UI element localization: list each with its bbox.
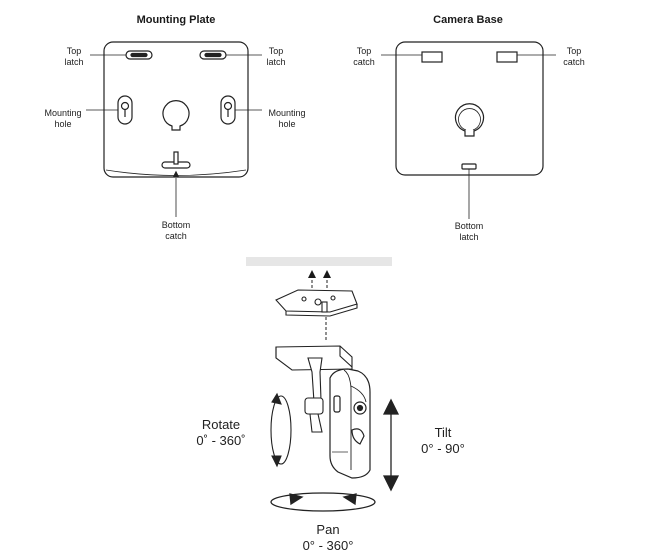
bottom-latch-label: Bottom latch [454, 221, 484, 242]
center-mount [454, 103, 485, 137]
pan-arrow [270, 492, 376, 512]
tilt-arrow [382, 398, 400, 492]
rotate-range: 0˚ - 360˚ [196, 433, 246, 448]
camera-arm [304, 357, 324, 433]
rotate-label: Rotate [201, 417, 241, 432]
bottom-catch-label: Bottom catch [161, 220, 191, 241]
camera-body [329, 368, 371, 479]
exploded-plate [275, 289, 358, 317]
top-catch-left [421, 51, 443, 63]
top-catch-right-label: Top catch [563, 46, 585, 67]
top-catch-left-label: Top catch [353, 46, 375, 67]
top-latch-right-label: Top latch [266, 46, 286, 67]
mounting-hole-left-label: Mounting hole [44, 108, 82, 129]
tilt-range: 0° - 90° [421, 441, 465, 456]
mounting-hole-right-label: Mounting hole [268, 108, 306, 129]
mounting-plate-title: Mounting Plate [136, 14, 216, 26]
center-keyhole [162, 100, 190, 131]
pan-label: Pan [316, 522, 340, 537]
camera-assembly [246, 257, 400, 512]
camera-base [395, 41, 544, 176]
tilt-label: Tilt [434, 425, 452, 440]
ceiling [246, 257, 392, 266]
top-latch-left-label: Top latch [64, 46, 84, 67]
camera-base-title: Camera Base [433, 14, 503, 26]
rotate-arrow [270, 392, 292, 468]
top-catch-right [496, 51, 518, 63]
mounting-plate [103, 41, 249, 178]
pan-range: 0° - 360° [302, 538, 354, 553]
